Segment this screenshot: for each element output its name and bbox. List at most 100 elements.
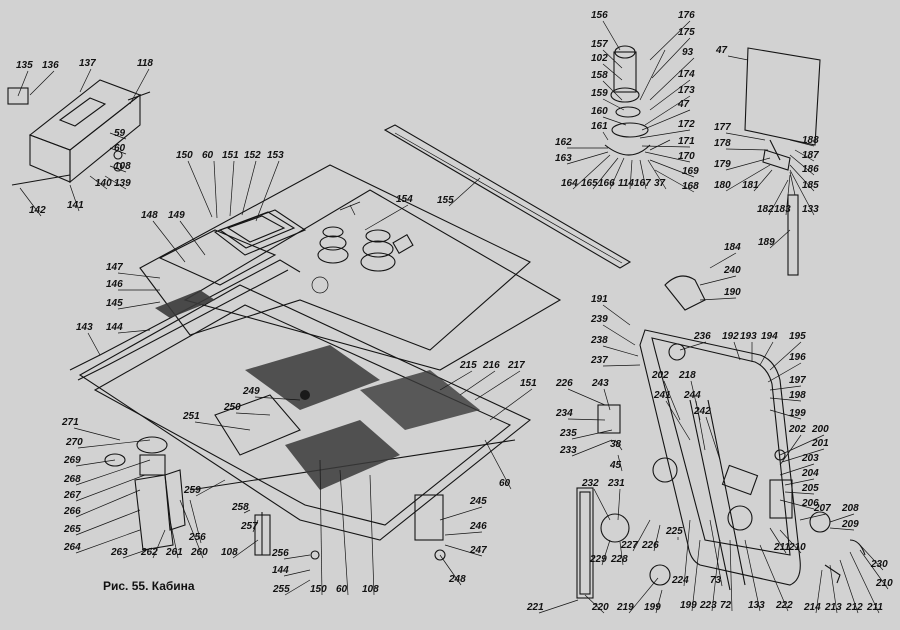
callout-number: 139 xyxy=(114,178,131,189)
callout-number: 205 xyxy=(801,483,819,494)
callout-number: 165 xyxy=(581,178,598,189)
callout-number: 133 xyxy=(748,600,765,611)
callout-number: 161 xyxy=(591,121,608,132)
callout-number: 256 xyxy=(188,532,206,543)
callout-number: 222 xyxy=(775,600,793,611)
callout-number: 166 xyxy=(598,178,615,189)
callout-leader-line xyxy=(179,220,206,256)
callout-number: 155 xyxy=(437,195,454,206)
callout-number: 210 xyxy=(788,542,806,553)
callout-number: 209 xyxy=(841,519,859,530)
callout-number: 164 xyxy=(561,178,578,189)
callout-leader-line xyxy=(109,165,127,173)
callout-number: 259 xyxy=(183,485,201,496)
callout-leader-line xyxy=(75,459,116,467)
callout-number: 148 xyxy=(141,210,158,221)
callout-number: 157 xyxy=(591,39,608,50)
callout-leader-line xyxy=(711,539,721,612)
callout-leader-line xyxy=(109,132,127,140)
floor-plate xyxy=(139,164,562,371)
callout-leader-line xyxy=(628,577,659,614)
callout-number: 135 xyxy=(16,60,33,71)
callout-leader-line xyxy=(19,187,42,217)
callout-number: 226 xyxy=(641,540,659,551)
callout-number: 197 xyxy=(789,375,806,386)
callout-leader-line xyxy=(614,439,623,451)
callout-number: 223 xyxy=(699,600,717,611)
callout-leader-line xyxy=(617,454,623,472)
callout-number: 208 xyxy=(841,503,859,514)
callout-leader-line xyxy=(117,329,151,334)
callout-leader-line xyxy=(601,539,611,566)
callout-leader-line xyxy=(683,519,691,587)
rubber-boots-154 xyxy=(317,226,396,272)
callout-leader-line xyxy=(759,341,774,366)
callout-leader-line xyxy=(649,20,691,61)
callout-leader-line xyxy=(653,524,661,552)
callout-number: 199 xyxy=(789,408,806,419)
callout-number: 250 xyxy=(223,402,241,413)
callout-number: 184 xyxy=(724,242,741,253)
callout-leader-line xyxy=(364,204,409,231)
callout-leader-line xyxy=(654,169,695,193)
callout-number: 183 xyxy=(774,204,791,215)
callout-number: 136 xyxy=(42,60,59,71)
callout-leader-line xyxy=(839,559,859,614)
callout-leader-line xyxy=(769,341,802,371)
mirror-assembly xyxy=(744,47,821,276)
callout-leader-line xyxy=(232,539,259,559)
callout-leader-line xyxy=(691,539,701,612)
callout-leader-line xyxy=(799,513,827,521)
callout-number: 150 xyxy=(310,584,327,595)
callout-number: 266 xyxy=(63,506,81,517)
callout-number: 187 xyxy=(802,150,819,161)
callout-number: 137 xyxy=(79,58,96,69)
callout-number: 37 xyxy=(654,178,666,189)
callout-number: 167 xyxy=(634,178,651,189)
callout-number: 225 xyxy=(665,526,683,537)
callout-leader-line xyxy=(785,174,791,216)
callout-number: 238 xyxy=(590,335,608,346)
callout-number: 140 xyxy=(95,178,112,189)
callout-number: 241 xyxy=(653,390,671,401)
callout-leader-line xyxy=(243,509,251,514)
callout-number: 154 xyxy=(396,194,413,205)
callout-number: 199 xyxy=(680,600,697,611)
figure-caption: Рис. 55. Кабина xyxy=(103,579,195,593)
callout-leader-line xyxy=(77,439,151,449)
callout-number: 146 xyxy=(106,279,123,290)
callout-number: 242 xyxy=(693,406,711,417)
callout-leader-line xyxy=(572,154,611,190)
callout-number: 196 xyxy=(789,352,806,363)
callout-leader-line xyxy=(829,513,855,523)
callout-number: 258 xyxy=(231,502,249,513)
callout-leader-line xyxy=(779,434,802,466)
callout-number: 211 xyxy=(866,602,883,613)
callout-leader-line xyxy=(169,519,179,559)
callout-number: 203 xyxy=(801,453,819,464)
callout-leader-line xyxy=(849,551,880,614)
callout-number: 102 xyxy=(591,53,608,64)
callout-leader-line xyxy=(104,175,127,190)
callout-number: 60 xyxy=(202,150,214,161)
callout-number: 151 xyxy=(222,150,239,161)
callout-leader-line xyxy=(789,169,815,216)
callout-leader-line xyxy=(439,370,473,391)
callout-leader-line xyxy=(649,57,695,101)
callout-leader-line xyxy=(152,220,186,263)
callout-leader-line xyxy=(602,324,636,346)
callout-number: 228 xyxy=(610,554,628,565)
callout-leader-line xyxy=(448,177,481,207)
callout-number: 163 xyxy=(555,153,572,164)
callout-number: 153 xyxy=(267,150,284,161)
callout-leader-line xyxy=(769,527,787,554)
callout-number: 144 xyxy=(272,565,289,576)
callout-number: 152 xyxy=(244,150,261,161)
callout-leader-line xyxy=(369,474,375,596)
callout-number: 212 xyxy=(845,602,863,613)
callout-leader-line xyxy=(639,159,647,190)
callout-number: 227 xyxy=(620,540,638,551)
callout-leader-line xyxy=(665,400,691,441)
callout-leader-line xyxy=(567,418,606,421)
